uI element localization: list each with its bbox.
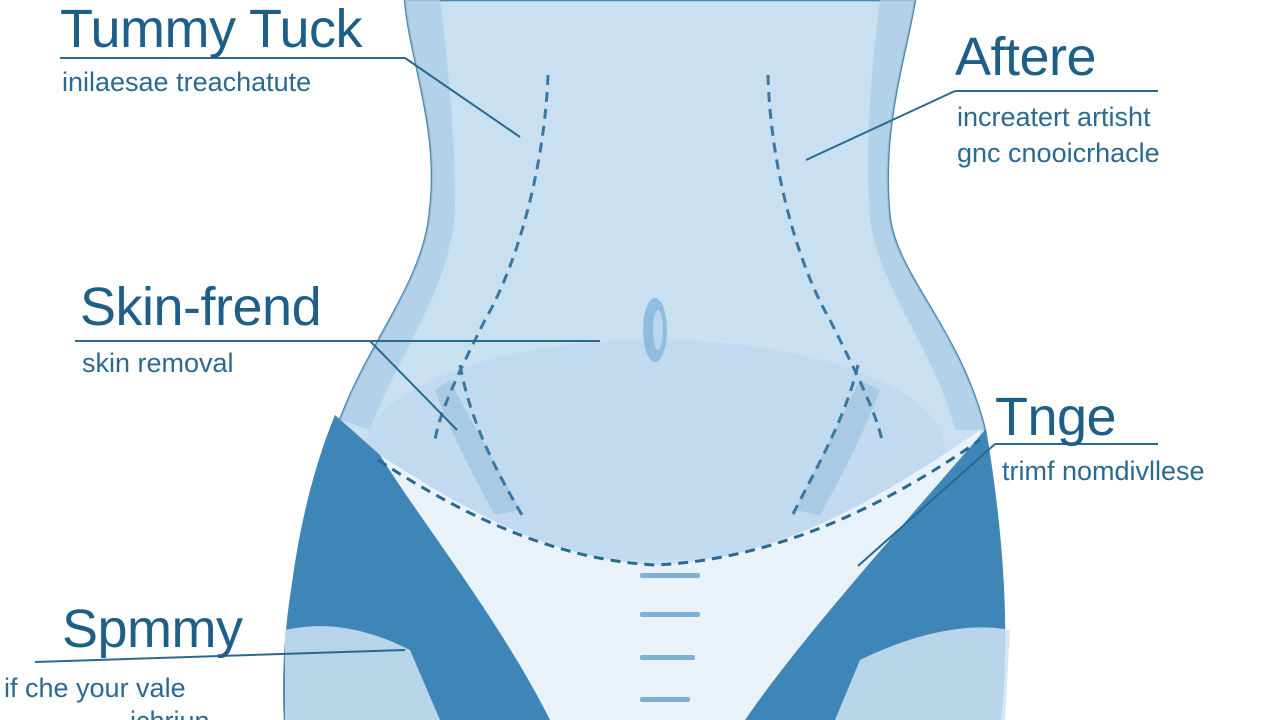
- top-left-subtitle: inilaesae treachatute: [62, 67, 312, 97]
- center-marker: [640, 655, 695, 660]
- navel-highlight: [653, 310, 663, 350]
- mid-left-leader-line: [369, 340, 458, 431]
- bottom-left-title-rule: [34, 649, 406, 663]
- garment-right-highlight: [835, 627, 1010, 720]
- top-right-leader-line: [805, 90, 956, 161]
- mid-right-leader-line: [857, 443, 996, 567]
- mid-left-subtitle: skin removal: [82, 348, 234, 378]
- top-left-title: Tummy Tuck: [60, 0, 363, 59]
- right-oblique-shade: [795, 380, 880, 515]
- mid-left-title: Skin-frend: [80, 277, 322, 337]
- center-marker: [640, 697, 690, 702]
- right-upper-incision-line: [766, 74, 884, 441]
- right-side-shade: [868, 0, 985, 430]
- left-oblique-shade: [435, 380, 520, 515]
- left-side-shade: [340, 0, 455, 430]
- top-right-title: Aftere: [955, 27, 1097, 87]
- center-marker: [640, 573, 700, 578]
- center-markers: [640, 573, 700, 702]
- bottom-left-subtitle-line1: if che your vale: [4, 673, 186, 703]
- bottom-left-title: Spmmy: [62, 599, 243, 659]
- top-left-leader-line: [404, 57, 521, 138]
- left-upper-incision-line: [433, 74, 550, 441]
- bottom-left-subtitle-line2: ichriun: [130, 708, 210, 720]
- left-lower-incision-line: [458, 364, 527, 521]
- right-lower-incision-line: [788, 364, 860, 521]
- top-right-subtitle-line2: gnc cnooicrhacle: [957, 138, 1160, 168]
- lower-abdomen-incision-line: [377, 438, 981, 567]
- mid-right-title: Tnge: [995, 387, 1117, 447]
- top-right-subtitle-line1: increatert artisht: [957, 102, 1151, 132]
- mid-right-subtitle: trimf nomdivllese: [1002, 456, 1205, 486]
- center-marker: [640, 612, 700, 617]
